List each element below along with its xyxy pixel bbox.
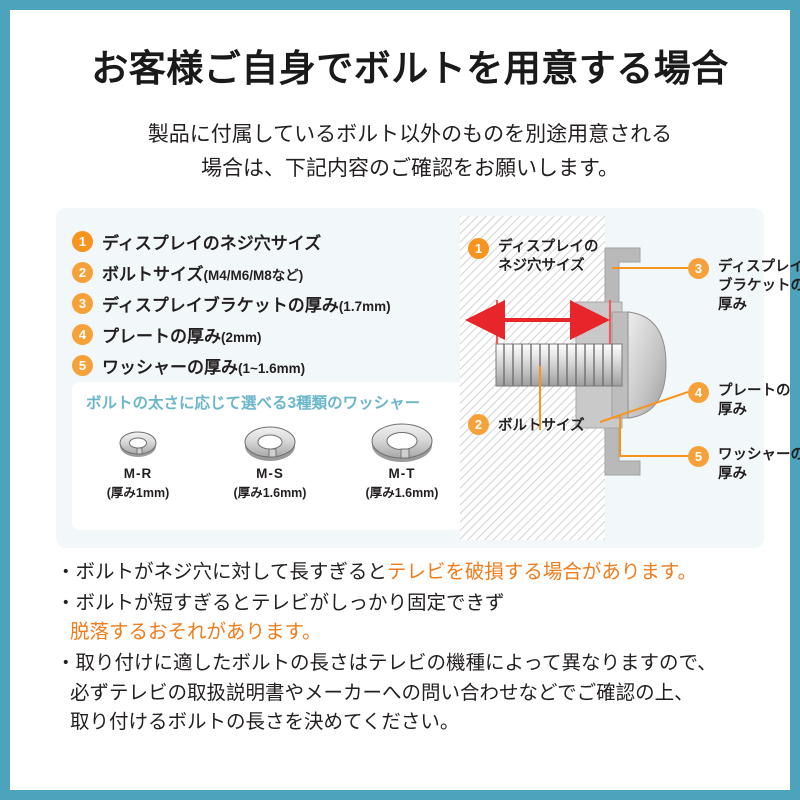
bolt-cross-section-diagram: 1 ディスプレイの ネジ穴サイズ 2 ボルトサイズ 3 ディスプレイ ブラケット… (460, 216, 800, 540)
spring-washer-icon (79, 418, 197, 464)
badge-number-1: 1 (468, 238, 489, 259)
checklist-item-4-label: プレートの厚み(2mm) (102, 327, 262, 346)
diagram-callout-5-label: ワッシャーの 厚み (718, 447, 800, 483)
note-1-plain: ・ボルトがネジ穴に対して長すぎると (56, 561, 387, 583)
leader-line-5 (619, 416, 688, 457)
washer-name-m-r: M-R (123, 466, 153, 481)
diagram-callout-2-label: ボルトサイズ (498, 418, 585, 434)
checklist-item-1-label: ディスプレイのネジ穴サイズ (102, 234, 322, 253)
note-bullet-1: ・ボルトがネジ穴に対して長すぎるとテレビを破損する場合があります。 (56, 558, 772, 588)
note-2-line-2: 脱落するおそれがあります。 (70, 621, 322, 644)
washer-thickness-m-r: (厚み1mm) (106, 486, 170, 500)
washer-thickness-m-t: (厚み1.6mm) (365, 486, 439, 500)
checklist-item-3-label: ディスプレイブラケットの厚み(1.7mm) (102, 296, 391, 315)
checklist-item-2-label: ボルトサイズ(M4/M6/M8など) (102, 265, 304, 284)
checklist: 1 ディスプレイのネジ穴サイズ 2 ボルトサイズ(M4/M6/M8など) 3 デ… (72, 226, 472, 381)
page-title: お客様ご自身でボルトを用意する場合 (91, 48, 729, 89)
note-3-line-3: 取り付けるボルトの長さを決めてください。 (70, 711, 460, 734)
diagram-callout-1-label: ディスプレイの ネジ穴サイズ (498, 239, 599, 275)
note-bullet-2: ・ボルトが短すぎるとテレビがしっかり固定できず 脱落するおそれがあります。 (56, 589, 772, 648)
washer-name-m-t: M-T (388, 466, 416, 481)
diagram-callout-1: 1 ディスプレイの ネジ穴サイズ (468, 238, 598, 276)
subtitle-line-2: 場合は、下記内容のご確認をお願いします。 (201, 156, 619, 180)
badge-number-4: 4 (688, 382, 709, 403)
page-subtitle: 製品に付属しているボルト以外のものを別途用意される 場合は、下記内容のご確認をお… (10, 118, 800, 185)
checklist-item-2: 2 ボルトサイズ(M4/M6/M8など) (72, 257, 472, 288)
bolt-head-shape (627, 311, 667, 419)
washer-name-m-s: M-S (256, 466, 284, 481)
badge-number-5: 5 (688, 446, 709, 467)
screw-hole-dimension (465, 300, 612, 344)
checklist-item-4: 4 プレートの厚み(2mm) (72, 319, 472, 350)
washer-option-m-r: M-R (厚み1mm) (79, 418, 197, 501)
spring-washer-icon (211, 418, 329, 464)
diagram-callout-5: 5 ワッシャーの 厚み (688, 446, 800, 484)
checklist-panel: 1 ディスプレイのネジ穴サイズ 2 ボルトサイズ(M4/M6/M8など) 3 デ… (56, 208, 800, 548)
badge-number-1: 1 (72, 231, 93, 252)
checklist-item-5: 5 ワッシャーの厚み(1~1.6mm) (72, 350, 472, 381)
checklist-item-1: 1 ディスプレイのネジ穴サイズ (72, 226, 472, 257)
badge-number-5: 5 (72, 355, 93, 376)
badge-number-3: 3 (72, 293, 93, 314)
washer-option-m-s: M-S (厚み1.6mm) (211, 418, 329, 501)
diagram-callout-3: 3 ディスプレイ ブラケットの 厚み (688, 258, 800, 315)
note-2-line-1: ・ボルトが短すぎるとテレビがしっかり固定できず (56, 591, 505, 614)
diagram-callout-3-label: ディスプレイ ブラケットの 厚み (718, 259, 800, 314)
washer-options-card: ボルトの太さに応じて選べる3種類のワッシャー (72, 382, 468, 530)
bolt-thread-shaft (495, 343, 623, 387)
note-1-highlight: テレビを破損する場合があります。 (386, 561, 697, 583)
badge-number-3: 3 (688, 258, 709, 279)
washer-card-title: ボルトの太さに応じて選べる3種類のワッシャー (86, 395, 421, 412)
washer-thickness-m-s: (厚み1.6mm) (233, 486, 307, 500)
spring-washer-icon (343, 418, 461, 464)
note-bullet-3: ・取り付けに適したボルトの長さはテレビの機種によって異なりますので、 必ずテレビ… (56, 649, 772, 738)
diagram-callout-4: 4 プレートの 厚み (688, 382, 791, 420)
diagram-callout-4-label: プレートの 厚み (718, 383, 791, 419)
leader-line-4 (599, 391, 689, 423)
washer-option-m-t: M-T (厚み1.6mm) (343, 418, 461, 501)
washer-list: M-R (厚み1mm) (72, 418, 468, 501)
badge-number-2: 2 (72, 262, 93, 283)
warning-notes: ・ボルトがネジ穴に対して長すぎるとテレビを破損する場合があります。 ・ボルトが短… (56, 558, 772, 739)
diagram-callout-2: 2 ボルトサイズ (468, 414, 585, 435)
badge-number-2: 2 (468, 414, 489, 435)
subtitle-line-1: 製品に付属しているボルト以外のものを別途用意される (147, 123, 673, 146)
checklist-item-3: 3 ディスプレイブラケットの厚み(1.7mm) (72, 288, 472, 319)
note-3-line-2: 必ずテレビの取扱説明書やメーカーへの問い合わせなどでご確認の上、 (70, 681, 694, 704)
badge-number-4: 4 (72, 324, 93, 345)
note-3-line-1: ・取り付けに適したボルトの長さはテレビの機種によって異なりますので、 (56, 651, 717, 674)
checklist-item-5-label: ワッシャーの厚み(1~1.6mm) (102, 358, 306, 377)
